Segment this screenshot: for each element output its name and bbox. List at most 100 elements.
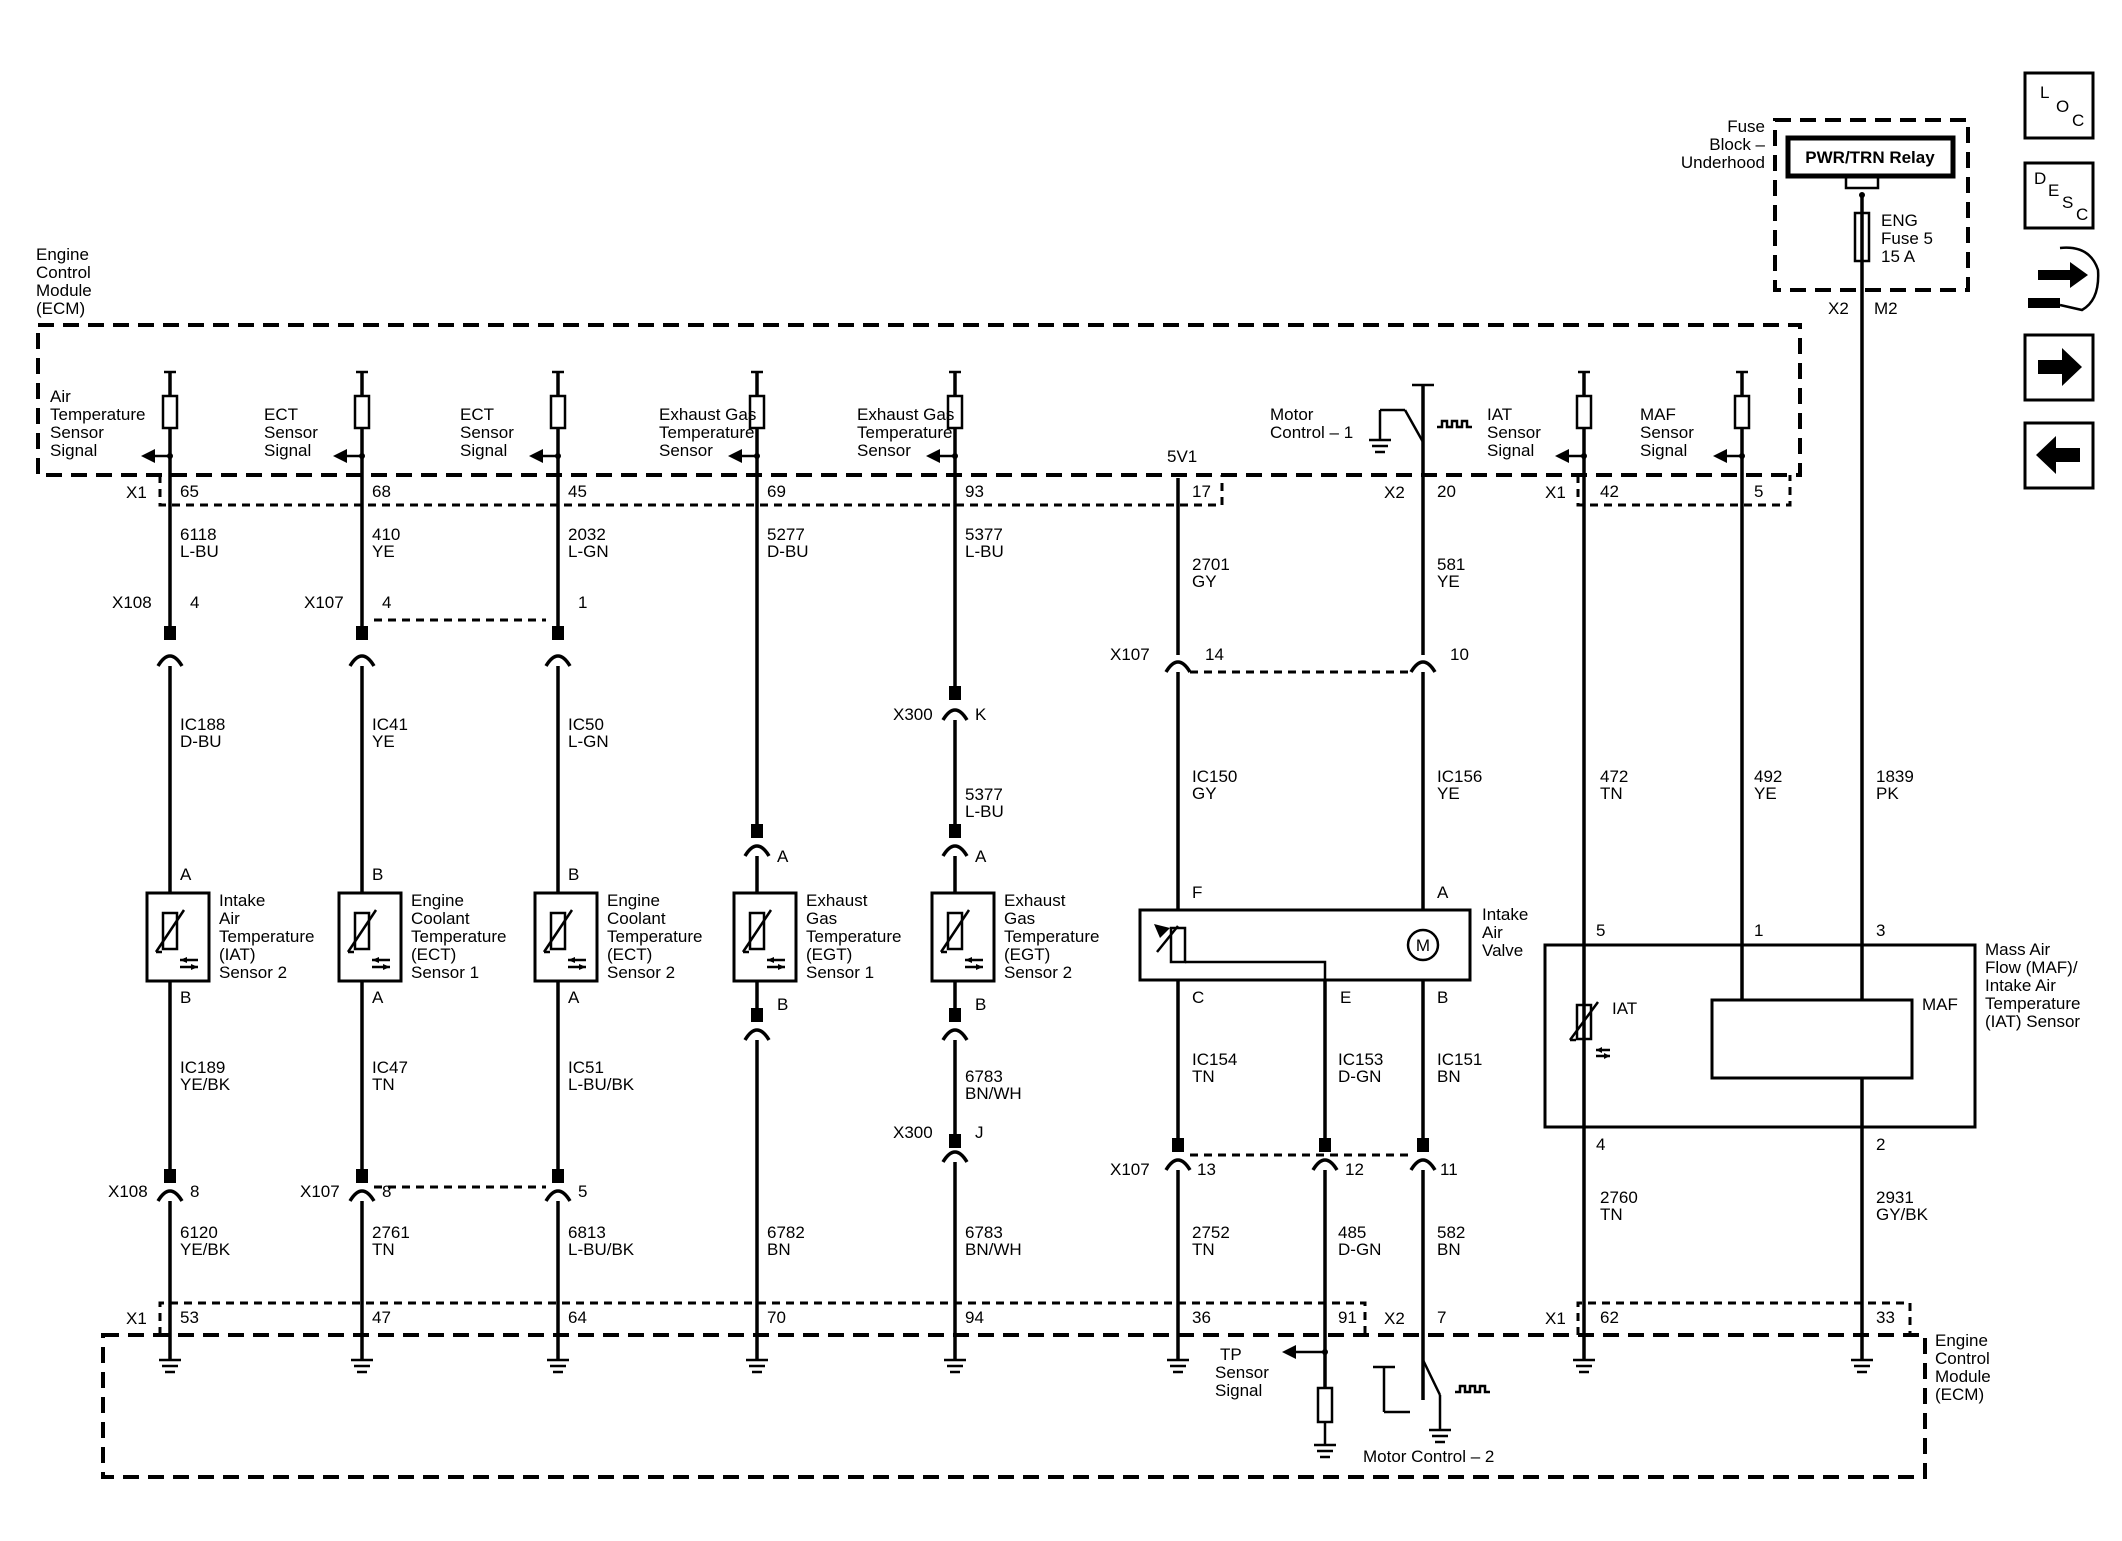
ecm-title-line: Module — [1935, 1367, 1991, 1386]
sensor-label: Temperature — [607, 927, 702, 946]
inline-pin: 8 — [382, 1182, 391, 1201]
wire-color: BN/WH — [965, 1240, 1022, 1259]
thermistor-icon — [976, 964, 983, 970]
wire-id: 6783 — [965, 1223, 1003, 1242]
pullup-resistor-icon — [353, 394, 371, 430]
wire-color: YE/BK — [180, 1240, 231, 1259]
pullup-resistor-icon — [161, 394, 179, 430]
supply-5v1-label: 5V1 — [1167, 447, 1197, 466]
signal-label: Temperature — [857, 423, 952, 442]
inline-connector — [356, 1169, 368, 1183]
iat-signal-label: Signal — [1487, 441, 1534, 460]
motor-control-1-label: Motor — [1270, 405, 1314, 424]
wire-color: GY — [1192, 784, 1217, 803]
sensor-label: Gas — [1004, 909, 1035, 928]
inline-connector — [949, 824, 961, 838]
signal-label: Sensor — [50, 423, 104, 442]
inline-pin: 4 — [382, 593, 391, 612]
sensor-pin: C — [1192, 988, 1204, 1007]
wire-color: TN — [372, 1240, 395, 1259]
desc-letter: S — [2062, 193, 2073, 212]
loc-button[interactable]: L O C — [2023, 71, 2095, 140]
ecm-title-line: Engine — [1935, 1331, 1988, 1350]
signal-label: Signal — [50, 441, 97, 460]
signal-label: Sensor — [460, 423, 514, 442]
wire-color: L-BU/BK — [568, 1240, 635, 1259]
wire-id: IC41 — [372, 715, 408, 734]
connector-x1-label: X1 — [1545, 483, 1566, 502]
sensor-pin: A — [180, 865, 192, 884]
connector-x1-label: X1 — [126, 483, 147, 502]
wire-color: GY — [1192, 572, 1217, 591]
thermistor-icon — [741, 909, 773, 953]
signal-label: Signal — [460, 441, 507, 460]
sensor-label: Gas — [806, 909, 837, 928]
wire-id: 582 — [1437, 1223, 1465, 1242]
wire-color: TN — [1192, 1067, 1215, 1086]
ecm-pin: 62 — [1600, 1308, 1619, 1327]
wire-id: 2701 — [1192, 555, 1230, 574]
ecm-pin: 36 — [1192, 1308, 1211, 1327]
maf-signal-label: Signal — [1640, 441, 1687, 460]
motor-control-1-label: Control – 1 — [1270, 423, 1353, 442]
connector-x1-label: X1 — [1545, 1309, 1566, 1328]
wire-color: D-GN — [1338, 1240, 1381, 1259]
motor-control-1-switch — [1369, 383, 1472, 454]
fuse-block-label: Underhood — [1681, 153, 1765, 172]
wire-id: 2931 — [1876, 1188, 1914, 1207]
sensor-label: Temperature — [411, 927, 506, 946]
ecm-title-line: Control — [1935, 1349, 1990, 1368]
wire-id: 2752 — [1192, 1223, 1230, 1242]
next-button[interactable] — [2023, 333, 2095, 402]
wire-id: IC150 — [1192, 767, 1237, 786]
thermistor-icon — [767, 957, 774, 963]
fuse-connector-label: X2 — [1828, 299, 1849, 318]
desc-button[interactable]: D E S C — [2023, 161, 2095, 230]
wire-color: L-GN — [568, 542, 609, 561]
wire-color: TN — [1600, 784, 1623, 803]
inline-connector — [552, 1169, 564, 1183]
ground-icon — [1167, 1358, 1189, 1374]
maf-iat-circuit: IAT Sensor Signal MAF Sensor Signal 42 5… — [1487, 195, 2080, 1374]
sensor-label: Exhaust — [1004, 891, 1066, 910]
ecm-title-line: (ECM) — [36, 299, 85, 318]
intake-air-valve-label: Intake — [1482, 905, 1528, 924]
inline-pin: 13 — [1197, 1160, 1216, 1179]
signal-arrow-icon — [141, 449, 155, 463]
wire-id: 6120 — [180, 1223, 218, 1242]
inline-connector — [156, 1189, 184, 1202]
wire-id: IC153 — [1338, 1050, 1383, 1069]
wire-id: IC50 — [568, 715, 604, 734]
sensor-columns: AirTemperatureSensorSignal656118L-BUX108… — [50, 370, 1099, 1374]
inline-pin: 11 — [1440, 1160, 1458, 1179]
inline-connector-label: X107 — [304, 593, 344, 612]
loc-letter: C — [2072, 111, 2084, 130]
ecm-pin: 47 — [372, 1308, 391, 1327]
ecm-title-line: Engine — [36, 245, 89, 264]
motor-icon: M — [1406, 928, 1440, 962]
wire-id: 492 — [1754, 767, 1782, 786]
ecm-pin: 7 — [1437, 1308, 1446, 1327]
resistor-icon — [1314, 1386, 1336, 1459]
inline-pin: 12 — [1345, 1160, 1364, 1179]
wire-color: YE — [1437, 572, 1460, 591]
wire-color: BN — [767, 1240, 791, 1259]
maf-element-box — [1710, 998, 1914, 1080]
tp-signal-label: Sensor — [1215, 1363, 1269, 1382]
ecm-top-title: Engine Control Module (ECM) — [36, 245, 92, 318]
inline-connector — [949, 686, 961, 700]
previous-button[interactable] — [2023, 421, 2095, 490]
arrow-left-icon — [2036, 436, 2080, 474]
wire-color: L-GN — [568, 732, 609, 751]
desc-letter: E — [2048, 181, 2059, 200]
wire-color: GY/BK — [1876, 1205, 1929, 1224]
inline-connector — [949, 1008, 961, 1022]
sensor-pin: 3 — [1876, 921, 1885, 940]
connector-view-button[interactable] — [2028, 246, 2100, 312]
thermistor-icon — [372, 957, 379, 963]
ecm-pin: 42 — [1600, 482, 1619, 501]
thermistor-icon — [191, 964, 198, 970]
sensor-label: Sensor 2 — [607, 963, 675, 982]
sensor-label: Engine — [411, 891, 464, 910]
sensor-label: Coolant — [411, 909, 470, 928]
